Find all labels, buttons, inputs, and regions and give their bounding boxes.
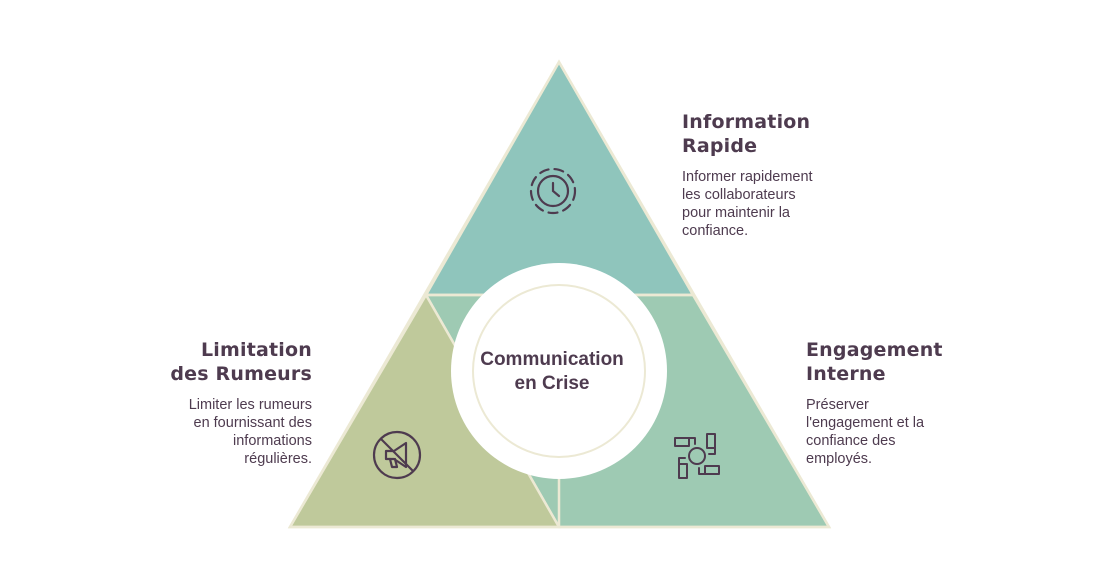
- desc-line: Limiter les rumeurs: [188, 397, 312, 413]
- desc-information-rapide: Informer rapidement les collaborateurs p…: [682, 168, 842, 240]
- desc-engagement-interne: Préserver l'engagement et la confiance d…: [806, 396, 966, 468]
- heading-line-1: Engagement: [806, 339, 943, 361]
- desc-line: les collaborateurs: [682, 187, 796, 203]
- heading-engagement-interne: Engagement Interne: [806, 338, 943, 386]
- heading-limitation-rumeurs: Limitation des Rumeurs: [140, 338, 312, 386]
- heading-line-1: Limitation: [200, 339, 312, 361]
- desc-limitation-rumeurs: Limiter les rumeurs en fournissant des i…: [140, 396, 312, 468]
- heading-information-rapide: Information Rapide: [682, 110, 810, 158]
- heading-line-2: des Rumeurs: [170, 363, 312, 385]
- heading-line-2: Interne: [806, 363, 886, 385]
- center-circle: [451, 263, 667, 479]
- no-megaphone-icon: [372, 430, 422, 480]
- center-title-line-1: Communication: [480, 349, 624, 370]
- center-title-line-2: en Crise: [514, 373, 590, 394]
- desc-line: l'engagement et la: [806, 415, 925, 431]
- desc-line: confiance.: [682, 223, 749, 239]
- desc-line: Préserver: [806, 397, 869, 413]
- desc-line: informations: [233, 433, 312, 449]
- clock-icon: [529, 167, 577, 215]
- heading-line-1: Information: [682, 111, 811, 133]
- desc-line: pour maintenir la: [682, 205, 790, 221]
- joined-hands-icon: [674, 433, 720, 479]
- desc-line: en fournissant des: [193, 415, 313, 431]
- desc-line: régulières.: [244, 451, 312, 467]
- desc-line: confiance des: [806, 433, 896, 449]
- desc-line: Informer rapidement: [682, 169, 813, 185]
- heading-line-2: Rapide: [682, 135, 758, 157]
- center-circle-ring: [472, 284, 646, 458]
- desc-line: employés.: [806, 451, 873, 467]
- center-title: Communication en Crise: [462, 348, 642, 396]
